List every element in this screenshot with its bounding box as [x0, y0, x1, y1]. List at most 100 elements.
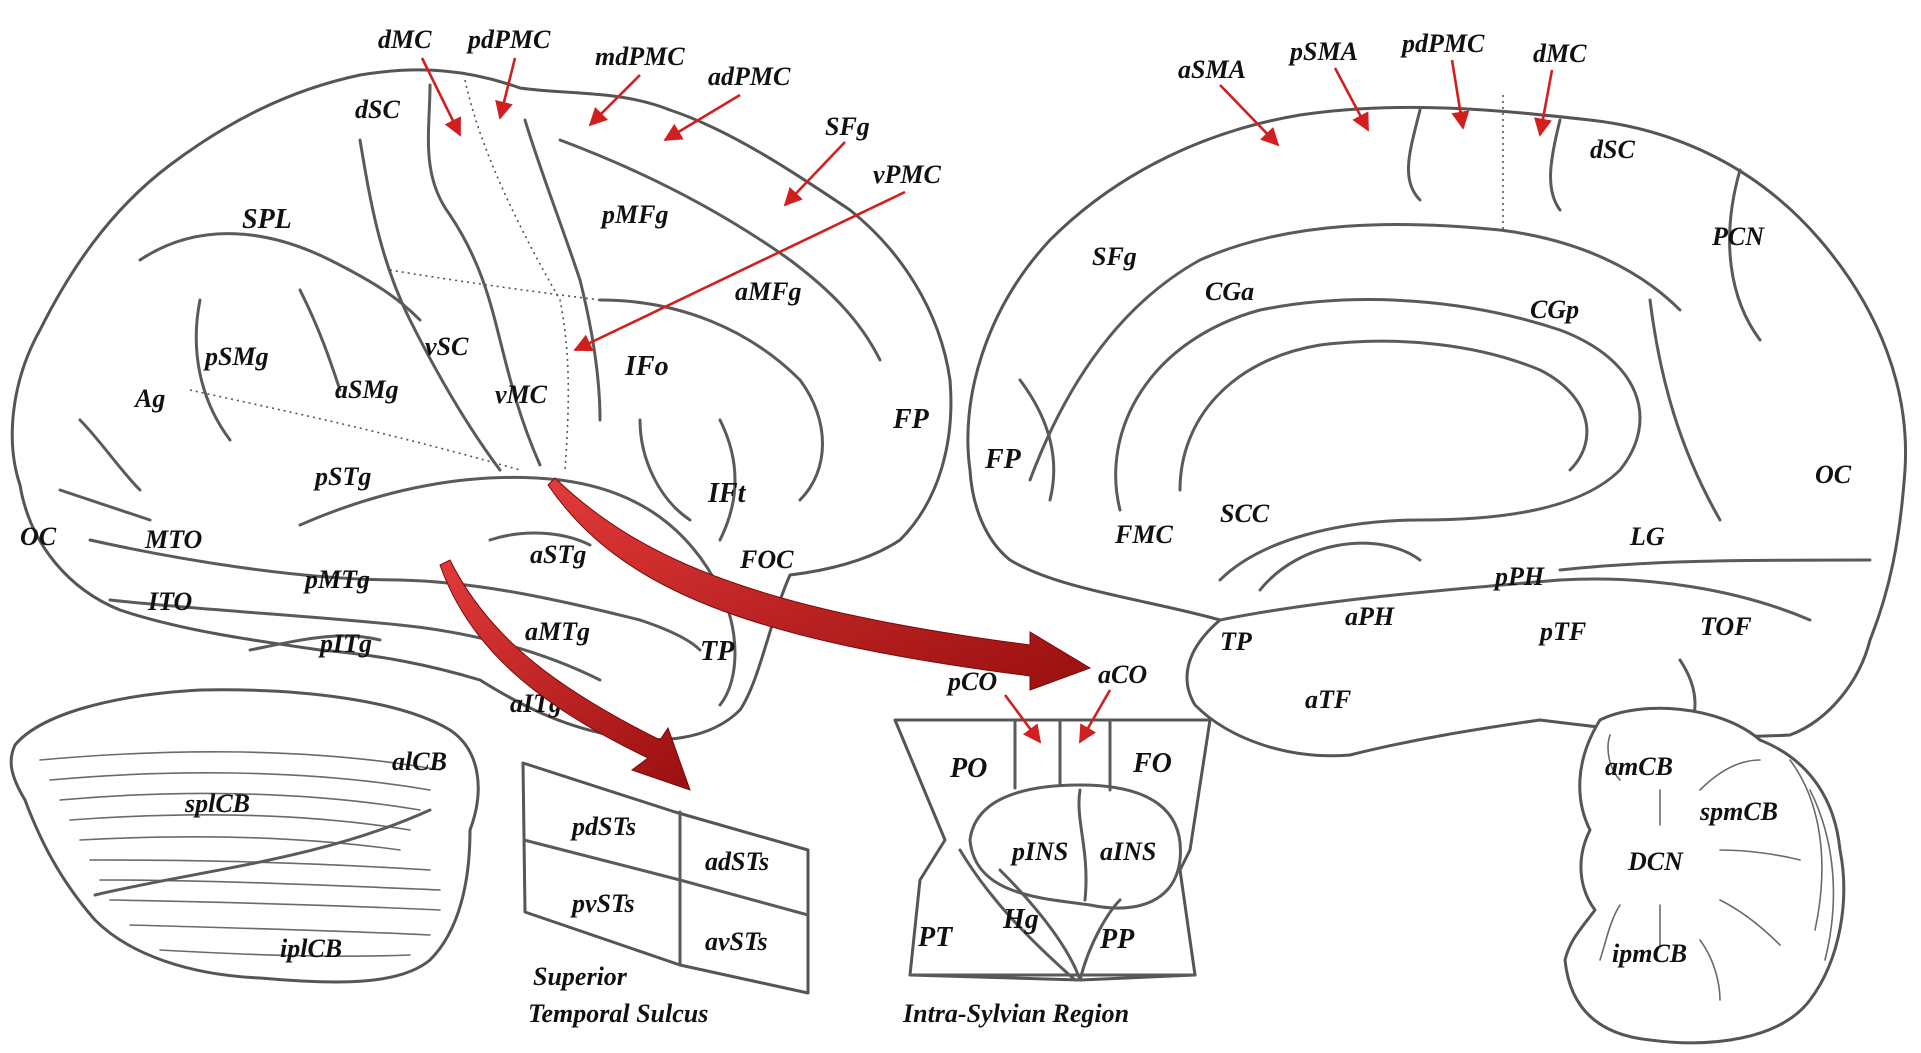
insula-central-sulcus — [1077, 788, 1088, 902]
arrow-med-dMC — [1534, 69, 1554, 137]
medial-fold-2 — [1549, 118, 1562, 212]
medial-outline — [966, 105, 1908, 758]
lateral-outline — [10, 68, 953, 742]
central-sulcus — [426, 83, 542, 467]
arrow-pdPMC — [495, 57, 517, 120]
occipital-fold-2 — [58, 488, 152, 522]
label-aCO: aCO — [1098, 660, 1147, 689]
label-PT: PT — [917, 922, 954, 953]
label-CGp: CGp — [1530, 295, 1579, 324]
label-pdSTs: pdSTs — [570, 812, 636, 841]
heschl-gyrus-2 — [998, 868, 1082, 982]
cerebellum-lateral-outline — [9, 688, 480, 984]
occipital-fold — [78, 418, 142, 492]
ribbon-to-sts — [439, 559, 691, 791]
medial-hemisphere: aSMA pSMA pdPMC dMC dSC PCN SFg CGa CGp … — [966, 29, 1908, 758]
arrow-pSMA — [1333, 67, 1370, 132]
dotted-boundary-central — [464, 79, 570, 471]
folium-radial-2 — [1719, 849, 1801, 861]
label-vSC: vSC — [425, 332, 469, 361]
label-pSTg: pSTg — [313, 462, 371, 491]
label-CGa: CGa — [1205, 277, 1254, 306]
label-FOC: FOC — [739, 545, 794, 574]
label-pvSTs: pvSTs — [570, 889, 635, 918]
folia-4 — [69, 814, 411, 831]
label-PO: PO — [949, 753, 987, 784]
folium-radial-5 — [1599, 904, 1621, 961]
corpus-callosum — [1114, 298, 1642, 582]
label-aSMg: aSMg — [335, 375, 399, 404]
lateral-pointer-arrows — [420, 57, 906, 352]
label-dMC: dMC — [378, 25, 432, 54]
label-TOF: TOF — [1700, 612, 1752, 641]
folia-5 — [79, 836, 401, 851]
hippocampal-sulcus — [1258, 541, 1422, 592]
precentral-sulcus — [523, 118, 602, 422]
folia-9 — [129, 924, 431, 936]
medial-fold-4 — [1018, 378, 1056, 502]
parietal-gyrus-fold — [194, 298, 232, 442]
arrow-dMC — [420, 57, 462, 137]
calcarine-sulcus — [1558, 558, 1872, 572]
arrow-vPMC — [573, 190, 906, 352]
label-SCC: SCC — [1220, 499, 1270, 528]
arrow-SFg — [783, 141, 846, 207]
temporal-fold — [248, 634, 382, 652]
label-alCB: alCB — [392, 747, 447, 776]
ribbon-arrows — [439, 477, 1092, 791]
sts-panel-outline — [521, 761, 810, 995]
folia-2 — [49, 772, 431, 791]
label-med-TP: TP — [1220, 627, 1253, 656]
label-Hg: Hg — [1002, 904, 1039, 935]
label-PCN: PCN — [1711, 222, 1765, 251]
label-splCB: splCB — [184, 789, 250, 818]
frontal-ramus-2 — [718, 418, 737, 542]
lateral-lobe-1 — [1789, 759, 1823, 931]
planum-polare-edge — [1078, 898, 1122, 982]
label-lat-FP: FP — [892, 404, 930, 435]
folium-radial-1 — [1699, 759, 1761, 791]
arrow-adPMC — [663, 93, 741, 142]
sylvian-caption: Intra-Sylvian Region — [902, 999, 1129, 1028]
heschl-gyrus-1 — [958, 848, 1077, 982]
label-DCN: DCN — [1627, 847, 1684, 876]
label-vMC: vMC — [495, 380, 548, 409]
collateral-sulcus — [1218, 577, 1812, 622]
insula-outline — [968, 783, 1182, 910]
sts-panel: pdSTs adSTs pvSTs avSTs Superior Tempora… — [521, 761, 810, 1028]
callosal-inner — [1178, 339, 1589, 492]
postcentral-sulcus — [358, 138, 502, 472]
parieto-occipital-sulcus — [1648, 298, 1722, 522]
cerebellum-posterior-outline — [1563, 706, 1846, 1045]
label-aPH: aPH — [1345, 602, 1395, 631]
label-ITO: ITO — [147, 587, 193, 616]
label-aMTg: aMTg — [525, 617, 590, 646]
horizontal-fissure — [93, 808, 432, 897]
label-pdPMC: pdPMC — [466, 25, 551, 54]
sylvian-panel: pCO aCO PO FO pINS aINS PT Hg PP Intra-S… — [893, 660, 1212, 1028]
label-PP: PP — [1099, 924, 1135, 955]
label-aINS: aINS — [1100, 837, 1156, 866]
label-lat-OC: OC — [20, 522, 57, 551]
lateral-hemisphere: dMC pdPMC mdPMC adPMC SFg vPMC dSC SPL p… — [10, 25, 953, 742]
label-lat-TP: TP — [700, 636, 735, 667]
label-aTF: aTF — [1305, 685, 1351, 714]
sylvian-outline — [893, 718, 1212, 982]
sts-caption-line2: Temporal Sulcus — [528, 999, 708, 1028]
dotted-boundary-smg — [189, 389, 521, 471]
folia-10 — [159, 949, 411, 957]
label-SFg: SFg — [825, 112, 870, 141]
label-med-SFg: SFg — [1092, 242, 1137, 271]
label-IFo: IFo — [624, 351, 669, 382]
label-aSTg: aSTg — [530, 540, 586, 569]
label-med-dMC: dMC — [1533, 39, 1587, 68]
label-pSMg: pSMg — [203, 342, 269, 371]
sts-caption-line1: Superior — [533, 962, 628, 991]
label-med-OC: OC — [1815, 460, 1852, 489]
label-pSMA: pSMA — [1288, 37, 1358, 66]
arrow-mdPMC — [588, 74, 641, 127]
label-FMC: FMC — [1114, 520, 1173, 549]
arrow-aSMA — [1219, 84, 1280, 147]
label-pITg: pITg — [318, 629, 372, 658]
